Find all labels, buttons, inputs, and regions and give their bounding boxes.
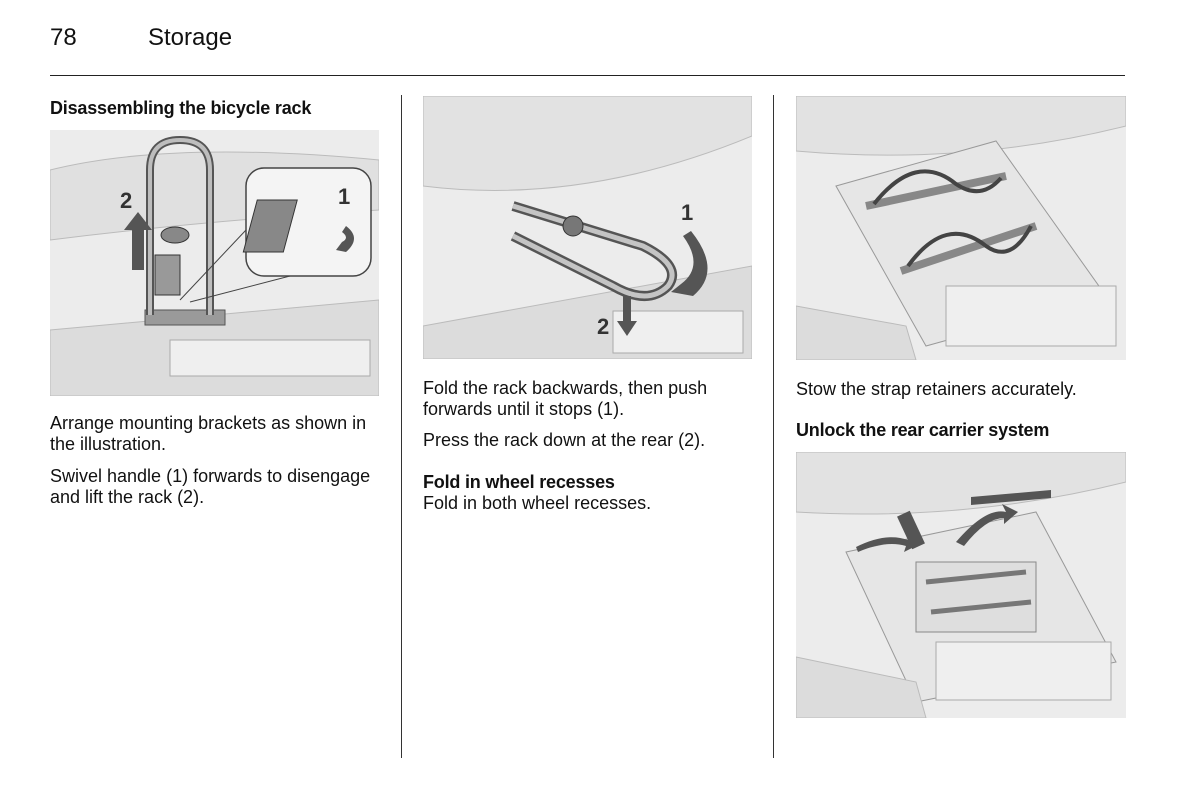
header-rule: [50, 75, 1125, 76]
paragraph-swivel-handle: Swivel handle (1) forwards to disengage …: [50, 466, 371, 507]
callout-2: 2: [597, 314, 610, 339]
callout-1: 1: [338, 184, 351, 209]
heading-fold-wheel-recesses: Fold in wheel recesses: [423, 472, 615, 492]
unlock-carrier-illustration: [796, 452, 1126, 718]
paragraph-press-rack-down: Press the rack down at the rear (2).: [423, 430, 706, 450]
heading-unlock-carrier: Unlock the rear carrier system: [796, 420, 1050, 440]
heading-disassembling: Disassembling the bicycle rack: [50, 98, 312, 118]
illustration-disassembling-rack: 2 1: [50, 130, 379, 396]
rack-fold-illustration: [423, 96, 752, 359]
illustration-fold-rack: 1 2: [423, 96, 752, 359]
paragraph-arrange-brackets: Arrange mounting brackets as shown in th…: [50, 413, 367, 454]
column-divider: [401, 95, 402, 758]
callout-2: 2: [120, 188, 133, 213]
paragraph-stow-straps: Stow the strap retainers accurately.: [796, 379, 1077, 399]
page-number: 78: [50, 24, 77, 51]
column-divider: [773, 95, 774, 758]
paragraph-fold-backwards: Fold the rack backwards, then push forwa…: [423, 378, 708, 419]
illustration-strap-retainers: [796, 96, 1126, 360]
section-title: Storage: [148, 24, 233, 51]
paragraph-fold-both-recesses: Fold in both wheel recesses.: [423, 493, 652, 513]
rack-lift-illustration: [50, 130, 379, 396]
strap-retainers-illustration: [796, 96, 1126, 360]
illustration-unlock-carrier: [796, 452, 1126, 718]
callout-1: 1: [681, 200, 694, 225]
